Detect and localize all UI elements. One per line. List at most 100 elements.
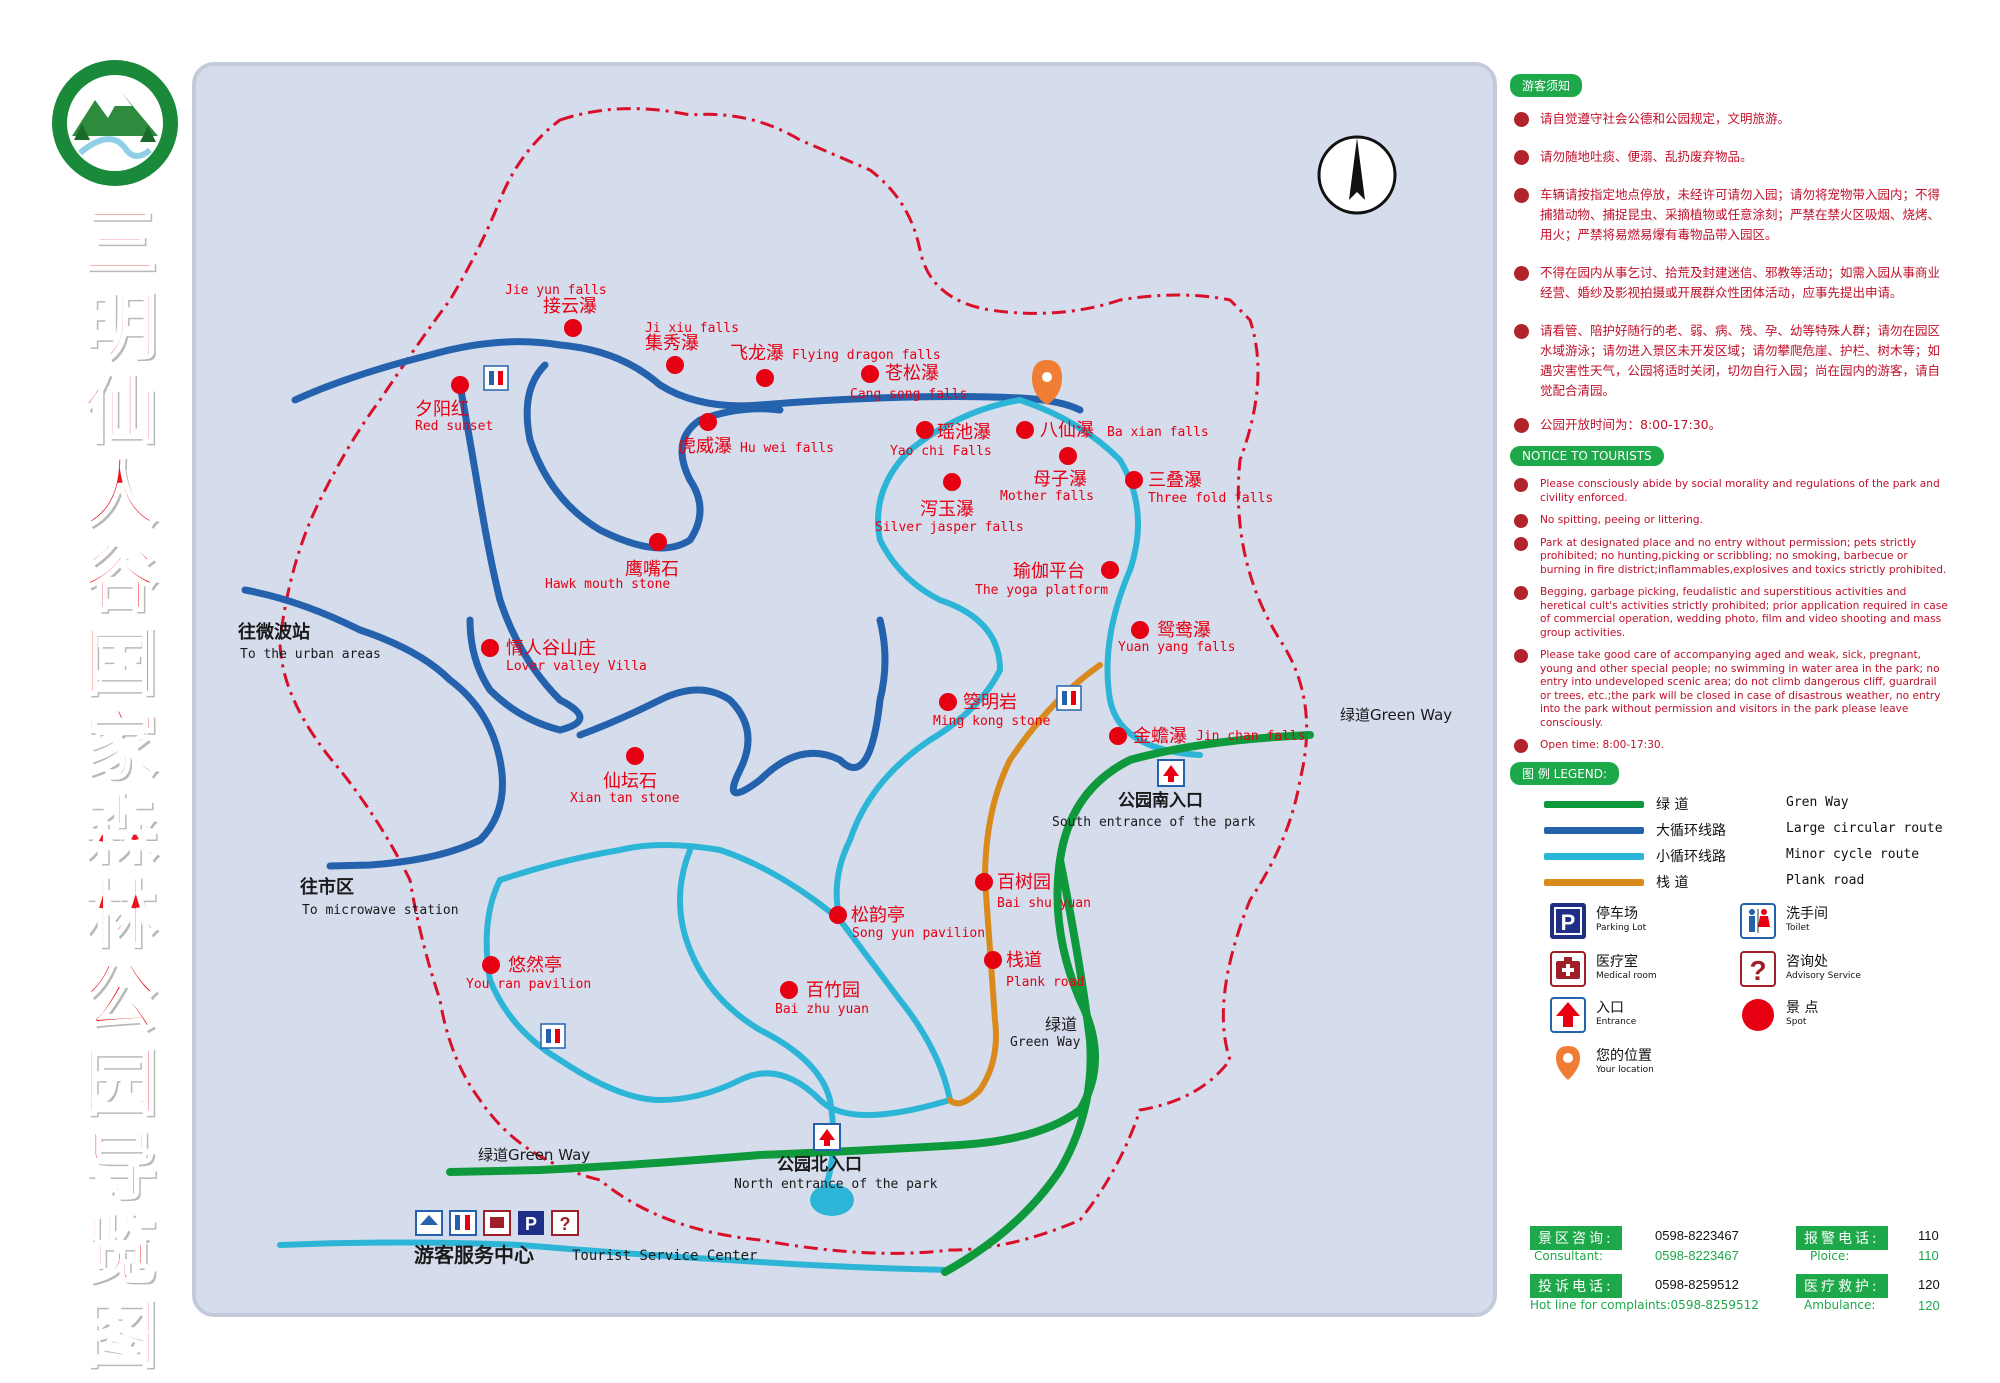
notice-rule: 请勿随地吐痰、便溺、乱扔废弃物品。 — [1510, 147, 1950, 167]
to-station-en-label: To microwave station — [302, 903, 459, 918]
spot-dot-icon[interactable] — [829, 906, 847, 924]
spot-cn-label: 百竹园 — [806, 980, 860, 1001]
notice-rule: 公园开放时间为：8:00-17:30。 — [1510, 415, 1950, 435]
alarm-en-label: Ploice: — [1810, 1249, 1850, 1263]
spot-cn-label: 金蟾瀑 — [1133, 726, 1187, 747]
spot-dot-icon[interactable] — [861, 365, 879, 383]
spot-dot-icon[interactable] — [943, 473, 961, 491]
south-entrance-icon[interactable] — [1157, 759, 1185, 787]
parking-icon: P — [1550, 902, 1586, 939]
spot-dot-icon[interactable] — [1125, 471, 1143, 489]
your-location-pin-icon[interactable] — [1032, 360, 1062, 405]
spot-dot-icon[interactable] — [699, 413, 717, 431]
svg-text:?: ? — [1749, 955, 1766, 986]
spot-dot-icon[interactable] — [666, 356, 684, 374]
north-entrance-icon[interactable] — [813, 1123, 841, 1151]
title-char: 谷 — [82, 535, 159, 622]
spot-cn-label: 松韵亭 — [851, 905, 905, 926]
spot-dot-icon[interactable] — [481, 639, 499, 657]
spot-en-label: Bai zhu yuan — [775, 1002, 869, 1017]
spot-dot-icon[interactable] — [451, 376, 469, 394]
spot-dot-icon[interactable] — [1131, 621, 1149, 639]
spot-cn-label: 栈道 — [1006, 950, 1042, 971]
rescue-label: 医疗救护: — [1796, 1274, 1888, 1298]
svg-text:?: ? — [560, 1214, 571, 1234]
spot-dot-icon[interactable] — [1101, 561, 1119, 579]
spot-dot-icon[interactable] — [564, 319, 582, 337]
spot-dot-icon[interactable] — [649, 533, 667, 551]
notice-rule: 不得在园内从事乞讨、拾荒及封建迷信、邪教等活动；如需入园从事商业经营、婚纱及影视… — [1510, 263, 1950, 303]
tourist-center-en-label: Tourist Service Center — [572, 1248, 757, 1264]
consult-number-2: 0598-8223467 — [1655, 1248, 1739, 1263]
spot-en-label: Flying dragon falls — [792, 348, 941, 363]
toilet-icon — [483, 365, 509, 391]
park-boundary — [278, 107, 1309, 1255]
spot-en-label: Ba xian falls — [1107, 425, 1209, 440]
toilet-icon — [540, 1023, 566, 1049]
spot-dot-icon[interactable] — [939, 693, 957, 711]
notice-rule: 请看管、陪护好随行的老、弱、病、残、孕、幼等特殊人群；请勿在园区水域游泳；请勿进… — [1510, 321, 1950, 401]
spot-dot-icon[interactable] — [1059, 447, 1077, 465]
spot-dot-icon[interactable] — [482, 956, 500, 974]
spot-dot-icon[interactable] — [756, 369, 774, 387]
spot-dot-icon[interactable] — [780, 981, 798, 999]
spot-cn-label: 三叠瀑 — [1148, 470, 1202, 491]
spot-dot-icon[interactable] — [984, 951, 1002, 969]
spot-dot-icon[interactable] — [916, 421, 934, 439]
national-forest-park-logo-icon — [52, 60, 178, 186]
complaint-en-label: Hot line for complaints:0598-8259512 — [1530, 1298, 1759, 1312]
spot-dot-icon[interactable] — [1109, 727, 1127, 745]
notice-rule: 车辆请按指定地点停放，未经许可请勿入园；请勿将宠物带入园内；不得捕猎动物、捕捉昆… — [1510, 185, 1950, 245]
notice-rule-en: Please consciously abide by social moral… — [1510, 478, 1950, 505]
toilet-icon — [449, 1210, 477, 1236]
complaint-number: 0598-8259512 — [1655, 1277, 1739, 1292]
spot-marker[interactable]: 金蟾瀑 Jin chan falls — [1109, 726, 1306, 747]
rescue-en-label: Ambulance: — [1804, 1298, 1876, 1312]
contacts: 景区咨询: 0598-8223467 Consultant: 0598-8223… — [1530, 1222, 1950, 1322]
spot-cn-label: 母子瀑 — [1033, 469, 1087, 490]
notice-rule-en: Open time: 8:00-17:30. — [1510, 739, 1950, 753]
spot-dot-icon[interactable] — [626, 747, 644, 765]
plank-road — [947, 662, 1103, 1107]
title-char: 国 — [82, 619, 159, 706]
spot-cn-label: 情人谷山庄 — [506, 638, 596, 659]
title-char: 三 — [82, 199, 159, 286]
spot-cn-label: 虎威瀑 — [678, 436, 732, 457]
rescue-number: 120 — [1918, 1277, 1940, 1292]
spot-cn-label: 集秀瀑 — [645, 333, 699, 354]
spot-en-label: Song yun pavilion — [852, 926, 985, 941]
spot-en-label: Red sunset — [415, 419, 493, 434]
spot-dot-icon[interactable] — [1016, 421, 1034, 439]
spot-dot-icon[interactable] — [975, 873, 993, 891]
spot-en-label: Jin chan falls — [1196, 729, 1306, 744]
consult-label: 景区咨询: — [1530, 1226, 1622, 1250]
spot-en-label: Jie yun falls — [505, 283, 607, 298]
title-char: 家 — [82, 703, 159, 790]
spot-cn-label: 悠然亭 — [508, 955, 562, 976]
